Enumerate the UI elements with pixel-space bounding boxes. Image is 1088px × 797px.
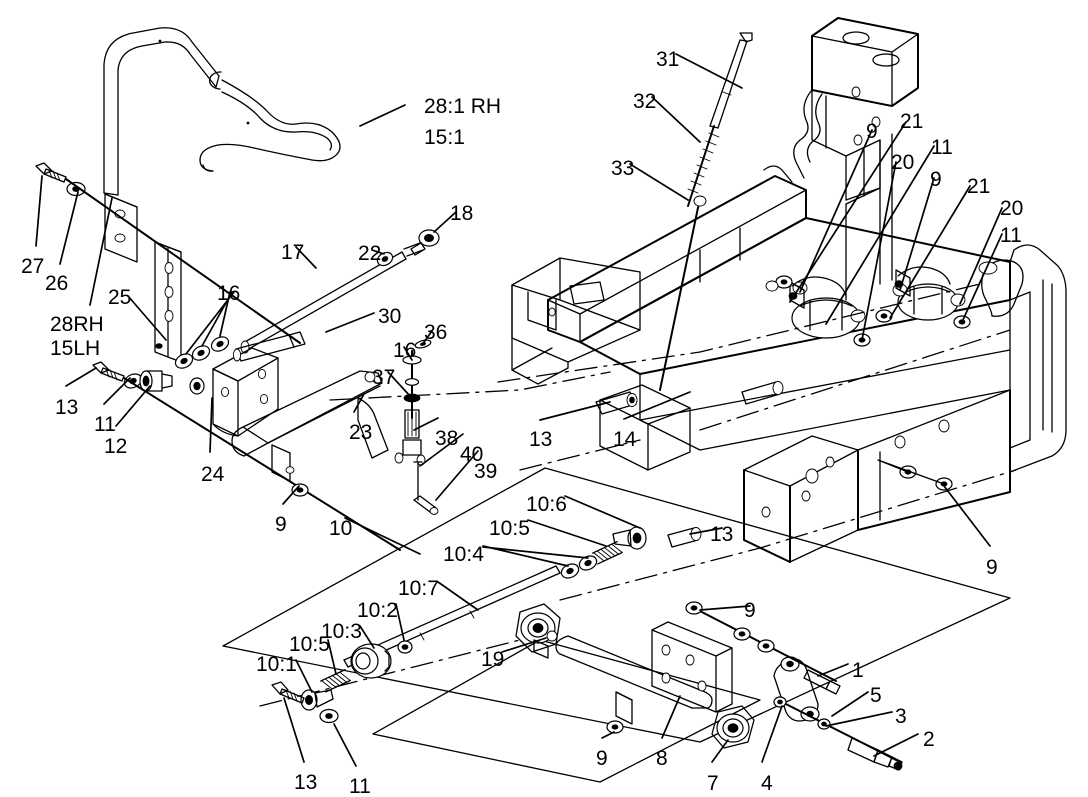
callout-c-11a: 11 [94,413,116,436]
callout-c-2: 2 [923,728,935,751]
rod-17-assembly [240,229,440,354]
callout-c-5: 5 [870,684,882,707]
callout-c-10-1: 10:1 [256,653,297,676]
bracket-plate-24 [212,347,279,437]
callout-c-10-6: 10:6 [526,493,567,516]
callout-c-13c: 13 [710,523,734,546]
rops-mount-plate [104,193,138,263]
chassis-frame [511,17,1067,563]
callout-c-9d: 9 [986,556,998,579]
callout-c-10: 10 [329,517,353,540]
bearing-flange-19 [515,603,561,659]
callout-c-7: 7 [707,772,719,795]
callout-c-9a: 9 [275,513,287,536]
callout-c-31: 31 [656,48,680,71]
callout-c-11b: 11 [931,136,953,159]
callout-c-19: 19 [481,648,505,671]
note-note-28rh: 28RH [50,313,104,336]
callout-c-11d: 11 [349,775,371,797]
callout-c-9c: 9 [930,168,942,191]
bolt-31-spring-32 [659,32,753,391]
pin-13-center [595,391,638,415]
callout-c-10-5b: 10:5 [289,633,330,656]
nut-12-detail [189,377,205,395]
callout-c-1: 1 [852,659,864,682]
callout-c-13a: 13 [55,396,79,419]
callout-c-13b: 13 [529,428,553,451]
callout-c-26: 26 [45,272,69,295]
hardware-27-26 [35,162,301,344]
hydro-pump-right [892,266,966,321]
pin-39-40 [413,461,439,515]
slotted-bar-25 [154,241,182,363]
rops-handle-frame [103,27,341,196]
note-note-15-1: 15:1 [424,126,465,149]
callout-c-3: 3 [895,705,907,728]
callout-c-4: 4 [761,772,773,795]
linkage-detail-assembly [271,526,903,771]
washer-stack-16 [172,333,232,372]
callout-c-16b: 16 [393,339,417,362]
detail-box-10 [222,467,1011,743]
control-arm-8 [555,621,733,734]
callout-c-18: 18 [450,202,474,225]
callout-c-13d: 13 [294,771,318,794]
callout-c-10-3: 10:3 [321,620,362,643]
callout-c-10-5a: 10:5 [489,517,530,540]
callout-c-14: 14 [613,428,637,451]
callout-c-17: 17 [281,241,305,264]
pin-14-center [741,381,784,405]
hardware-13-11-12 [92,361,401,551]
callout-c-20b: 20 [1000,197,1024,220]
spacer-30 [232,331,306,362]
callout-c-12: 12 [104,435,128,458]
pump-hardware [765,275,971,347]
callout-c-11c: 11 [1000,224,1022,247]
flange-bearing-7 [711,705,755,749]
callout-c-37: 37 [372,366,396,389]
hardware-9-right [877,459,953,491]
callout-c-9b: 9 [866,120,878,143]
callout-c-36: 36 [424,321,448,344]
callout-c-21b: 21 [967,175,991,198]
callout-c-20a: 20 [891,151,915,174]
callout-c-22: 22 [358,242,382,265]
swing-arm-23 [231,370,389,497]
callout-c-24: 24 [201,463,225,486]
callout-c-21a: 21 [900,110,924,133]
note-note-15lh: 15LH [50,337,101,360]
callout-c-33: 33 [611,157,635,180]
callout-c-23: 23 [349,421,373,444]
callout-c-10-2: 10:2 [357,599,398,622]
callout-c-10-7: 10:7 [398,577,439,600]
callout-c-10-4: 10:4 [443,543,484,566]
section-dash-lines [259,283,1017,707]
callout-c-9f: 9 [596,747,608,770]
callout-c-16a: 16 [217,282,241,305]
leader-lines [35,53,1003,767]
callout-c-39: 39 [474,460,498,483]
callout-c-8: 8 [656,747,668,770]
callout-c-27: 27 [21,255,45,278]
callout-c-40: 40 [460,443,484,466]
callout-c-9e: 9 [744,599,756,622]
cluster-36-37-16 [394,339,432,466]
callout-c-38: 38 [435,427,459,450]
detail-box-10-inner [372,639,761,783]
callout-c-30: 30 [378,305,402,328]
callout-c-25: 25 [108,286,132,309]
note-note-rh-top: 28:1 RH [424,95,502,118]
callout-c-32: 32 [633,90,657,113]
